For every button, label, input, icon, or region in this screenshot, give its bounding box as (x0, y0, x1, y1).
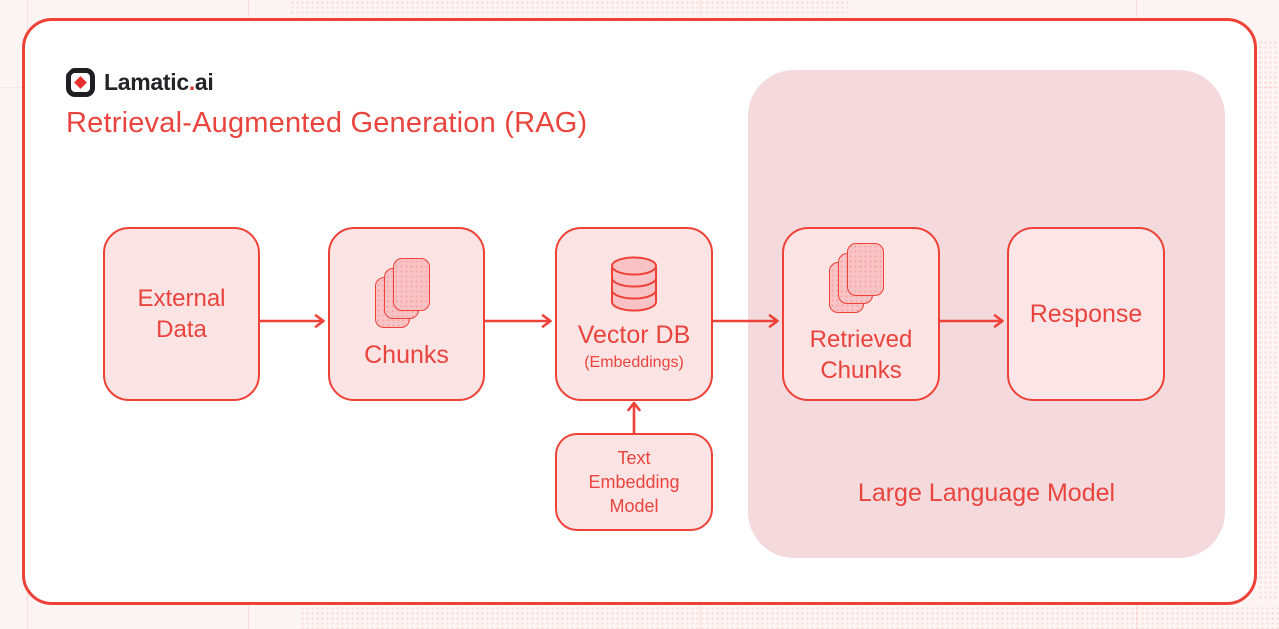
node-label-line: Chunks (820, 356, 902, 384)
flow-arrow-icon (712, 314, 779, 328)
flow-arrow-icon (939, 314, 1004, 328)
node-response: Response (1007, 227, 1165, 401)
page-title: Retrieval-Augmented Generation (RAG) (66, 107, 588, 139)
node-vector-db: Vector DB (Embeddings) (555, 227, 713, 401)
lamatic-logo-icon (61, 59, 95, 97)
node-text-embedding-model: Text Embedding Model (555, 433, 713, 531)
brand-logo: Lamatic.ai (61, 59, 214, 97)
brand-dot: . (188, 69, 195, 95)
brand-name: Lamatic.ai (104, 69, 214, 96)
node-label: Response (1029, 300, 1143, 328)
brand-word: Lamatic (104, 69, 189, 95)
stacked-cards-icon (374, 257, 439, 330)
halftone-texture (300, 606, 1279, 629)
node-label-line: Model (609, 496, 659, 516)
node-label-line: External (137, 285, 226, 312)
flow-arrow-icon (484, 314, 552, 328)
llm-panel-label: Large Language Model (857, 479, 1116, 507)
stacked-cards-icon (829, 242, 893, 315)
database-icon (611, 256, 657, 311)
flow-arrow-up-icon (627, 401, 641, 434)
flow-arrow-icon (259, 314, 325, 328)
node-external-data: External Data (103, 227, 260, 401)
node-label-line: Data (156, 316, 207, 343)
node-label-line: Embedding (588, 472, 680, 492)
node-label: Chunks (364, 340, 449, 369)
halftone-texture (290, 0, 850, 17)
halftone-texture (1258, 40, 1279, 600)
node-retrieved-chunks: Retrieved Chunks (782, 227, 940, 401)
node-label: Vector DB (577, 320, 691, 349)
node-chunks: Chunks (328, 227, 485, 401)
node-label-line: Text (617, 448, 651, 468)
node-sublabel: (Embeddings) (584, 353, 684, 371)
node-label-line: Retrieved (809, 325, 913, 353)
brand-tld: ai (194, 69, 214, 95)
